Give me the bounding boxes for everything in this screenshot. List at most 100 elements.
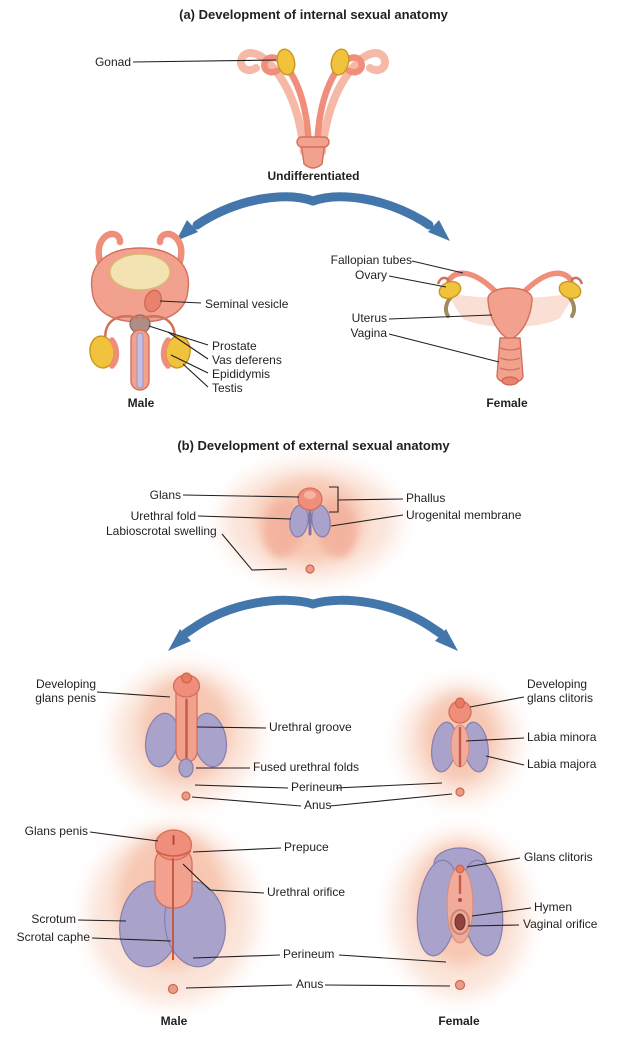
leader-vagina [388, 333, 500, 363]
label-epididymis: Epididymis [212, 367, 271, 381]
label-scrotal-raphe: Scrotal caphe [16, 930, 90, 944]
uterus-shape [487, 287, 533, 341]
leader-labia-majora [485, 755, 525, 766]
ovary-left [438, 280, 462, 300]
vaginal-rugae [499, 347, 521, 371]
female-external-figure [392, 833, 528, 997]
gonad-left [276, 48, 296, 76]
label-testis: Testis [212, 381, 243, 395]
label-anus-bot: Anus [296, 977, 324, 991]
leader-prepuce [192, 847, 282, 853]
label-vagina: Vagina [350, 326, 387, 340]
urogenital-sinus [300, 141, 326, 169]
leader-lines [77, 59, 532, 989]
leader-glans-clitoris [466, 857, 521, 868]
label-anus-mid: Anus [304, 798, 332, 812]
label-phallus: Phallus [406, 491, 446, 505]
label-labioscrotal-swelling: Labioscrotal swelling [106, 524, 217, 538]
label-ovary: Ovary [354, 268, 387, 282]
epididymis-left [109, 337, 120, 369]
leader-vaginal-orifice [467, 924, 520, 927]
leader-labioscrotal-swelling [221, 533, 288, 571]
leader-developing-glans-clitoris [469, 696, 525, 708]
leader-gonad [132, 59, 277, 63]
fused-folds-shape [178, 758, 194, 778]
label-seminal-vesicle: Seminal vesicle [205, 297, 289, 311]
leader-anus-bot-right [324, 984, 451, 987]
anus-dot [305, 564, 315, 574]
fallopian-tube-right [521, 270, 574, 295]
leader-epididymis [170, 354, 209, 374]
seminal-vesicle-shape [144, 289, 162, 313]
leader-scrotum [77, 919, 127, 922]
label-hymen: Hymen [534, 900, 573, 914]
leader-uterus [388, 314, 493, 320]
label-prostate: Prostate [212, 339, 257, 353]
leader-glans-penis [89, 831, 159, 842]
leader-vas-deferens [167, 331, 209, 360]
developing-male-external-figure [114, 667, 258, 803]
anus-dot [181, 791, 191, 801]
leader-prostate [148, 325, 209, 346]
leader-phallus [337, 498, 404, 501]
leader-perineum-bot-right [338, 954, 447, 963]
label-developing-glans-penis: Developing glans penis [35, 677, 96, 706]
male-external-figure [88, 827, 256, 1003]
label-perineum-bot: Perineum [283, 947, 335, 961]
anus-dot [455, 787, 465, 797]
leader-hymen [471, 907, 532, 917]
fallopian-tube-left [446, 270, 499, 295]
label-scrotum: Scrotum [31, 912, 76, 926]
anus-dot [454, 979, 466, 991]
prepuce-ridge [155, 850, 192, 857]
leader-urethral-orifice [182, 863, 265, 894]
part-a-title: (a) Development of internal sexual anato… [179, 7, 448, 22]
leader-anus-mid-left [191, 796, 302, 807]
leader-perineum-bot-left [192, 954, 281, 959]
undifferentiated-external-figure [222, 464, 398, 580]
label-vaginal-orifice: Vaginal orifice [523, 917, 598, 931]
label-uterus: Uterus [351, 311, 387, 325]
label-perineum-mid: Perineum [291, 780, 343, 794]
leader-glans [182, 494, 300, 498]
leader-perineum-mid-right [335, 782, 443, 789]
bladder [109, 253, 171, 291]
leader-urethral-groove [196, 726, 267, 729]
undifferentiated-internal-figure [237, 48, 389, 169]
label-undifferentiated: Undifferentiated [267, 169, 360, 183]
leader-urogenital-membrane [330, 514, 404, 527]
label-fused-urethral-folds: Fused urethral folds [253, 760, 360, 774]
branch-arrow-internal [176, 192, 450, 241]
label-vas-deferens: Vas deferens [212, 353, 282, 367]
branch-arrow-external [168, 595, 458, 651]
leader-scrotal-raphe [91, 937, 172, 942]
label-gonad: Gonad [94, 55, 131, 69]
duct-junction [296, 136, 330, 148]
urethral-orifice-dot [458, 898, 462, 902]
label-glans-clitoris: Glans clitoris [524, 850, 593, 864]
gonad-right [330, 48, 350, 76]
wolffian-duct-left [237, 49, 308, 156]
leader-testis [182, 363, 209, 388]
label-prepuce: Prepuce [284, 840, 329, 854]
leader-urethral-fold [197, 515, 292, 520]
caption-female-external: Female [438, 1014, 480, 1028]
leader-fallopian-tubes [411, 260, 464, 274]
caption-female-internal: Female [486, 396, 528, 410]
leader-developing-glans-penis [96, 691, 171, 698]
label-labia-majora: Labia majora [527, 757, 597, 771]
label-urogenital-membrane: Urogenital membrane [406, 508, 522, 522]
urethra-tube [136, 332, 144, 389]
leader-anus-mid-right [329, 793, 453, 807]
leader-labia-minora [465, 737, 525, 742]
leader-anus-bot-left [185, 984, 293, 989]
caption-male-external: Male [160, 1014, 188, 1028]
wolffian-duct-right [318, 49, 389, 156]
part-b-title: (b) Development of external sexual anato… [177, 438, 450, 453]
female-internal-figure [436, 270, 584, 386]
label-urethral-groove: Urethral groove [269, 720, 352, 734]
anus-dot [167, 983, 179, 995]
label-developing-glans-clitoris: Developing glans clitoris [527, 677, 594, 706]
